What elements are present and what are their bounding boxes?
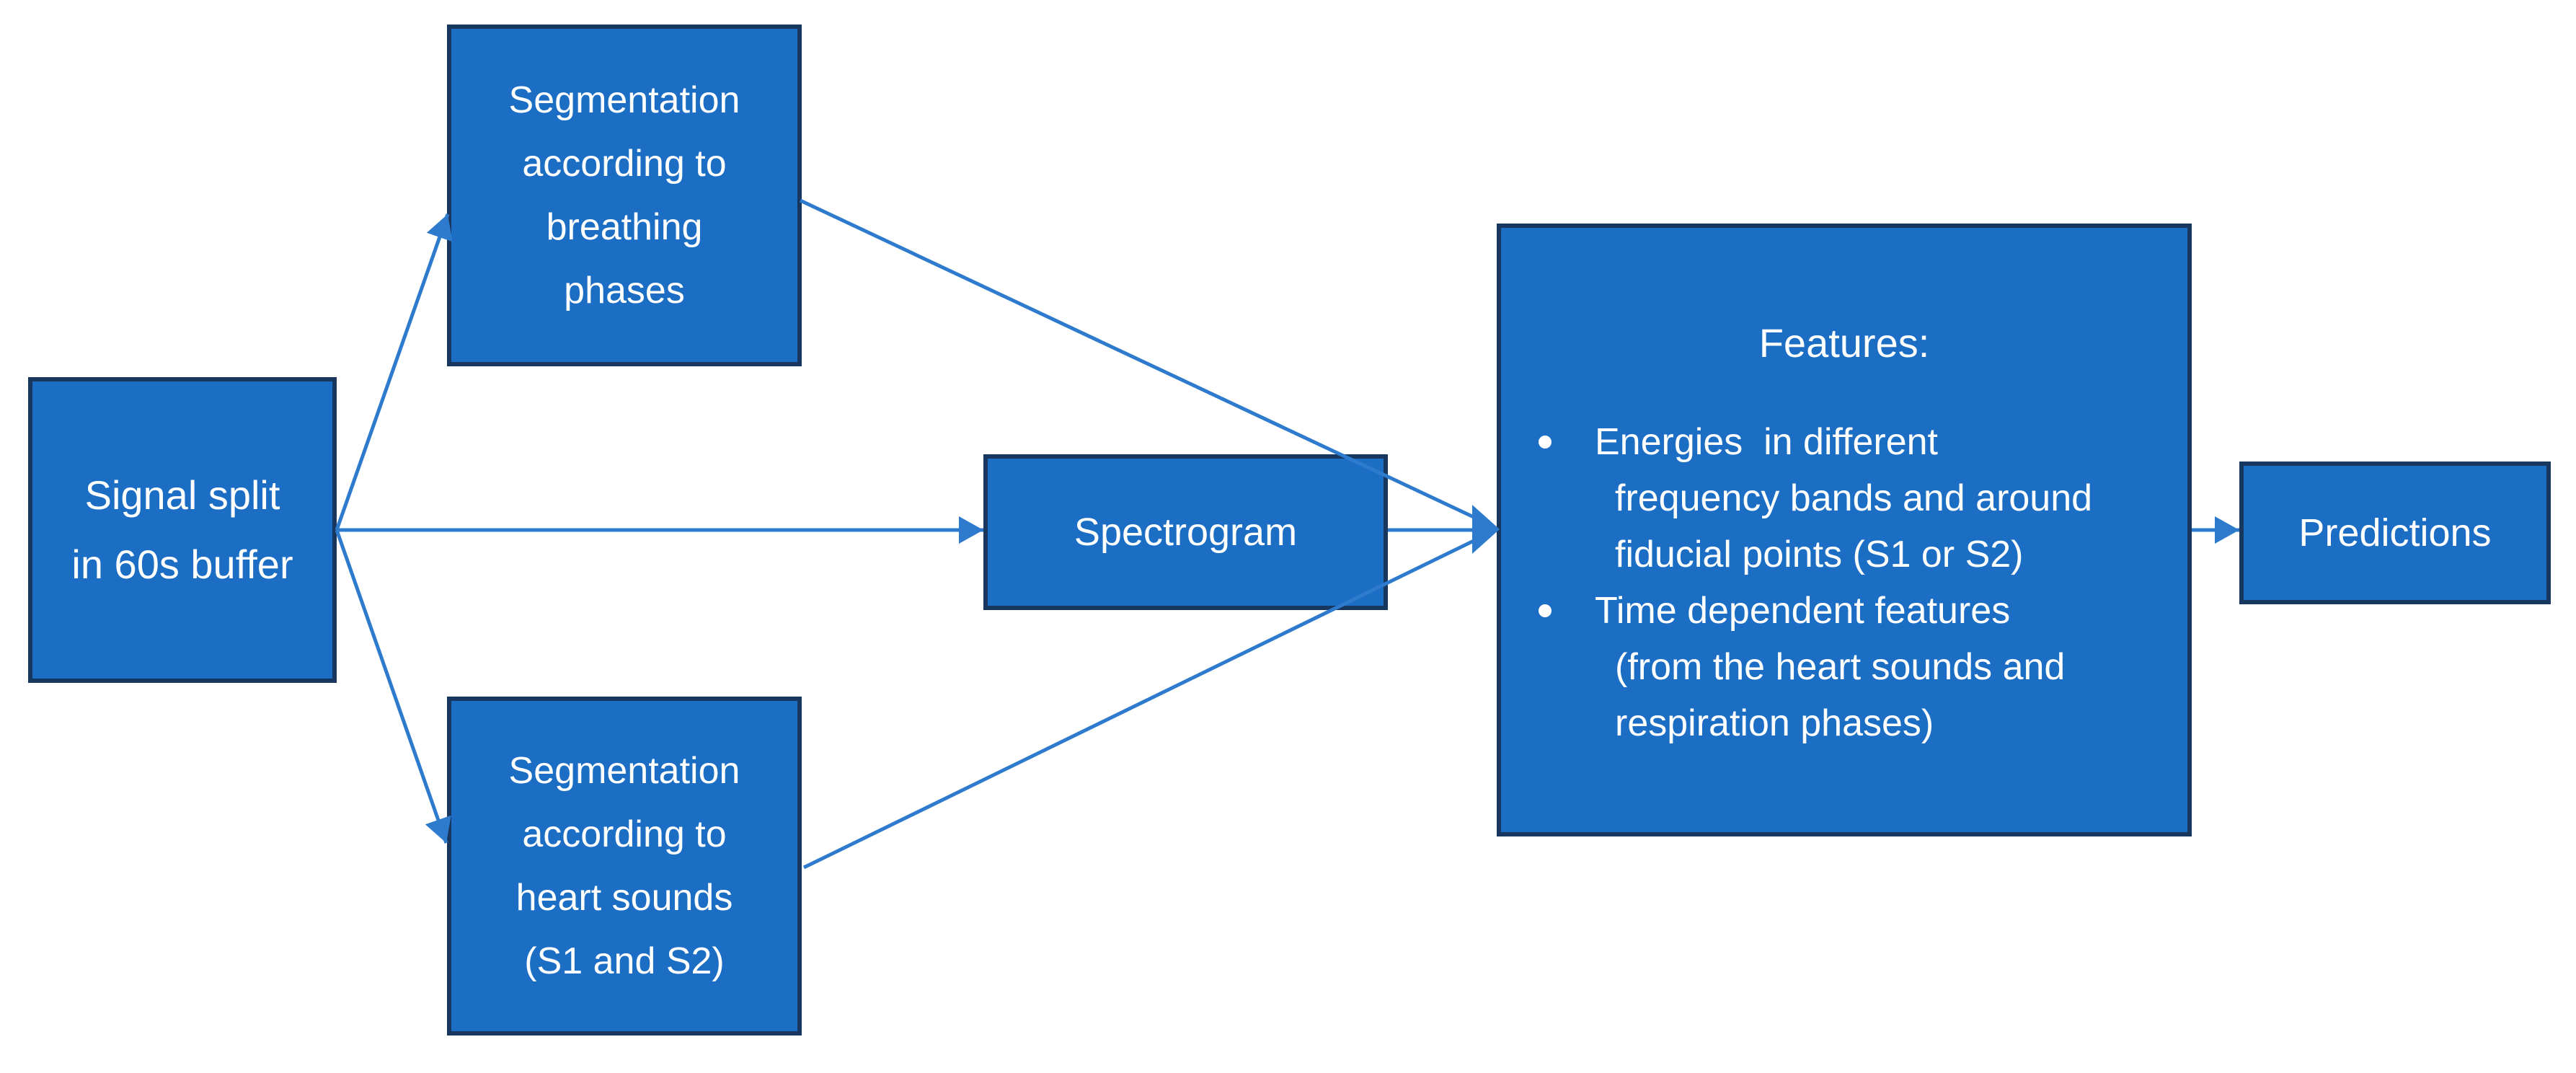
features-bullet-time-dependent: Time dependent features (from the heart … <box>1501 583 2187 751</box>
bullet-text-line: (from the heart sounds and <box>1615 646 2066 688</box>
node-label-line: Signal split <box>84 472 280 518</box>
node-label-line: in 60s buffer <box>71 542 293 587</box>
node-label-line: Predictions <box>2298 511 2492 555</box>
node-signal-split: Signal split in 60s buffer <box>28 377 337 683</box>
arrow-signal-to-heart <box>335 529 451 844</box>
arrow-signal-to-breathing <box>335 213 453 531</box>
features-title: Features: <box>1758 320 1930 366</box>
node-segmentation-breathing: Segmentation according to breathing phas… <box>447 25 802 366</box>
node-label-line: breathing <box>546 206 703 248</box>
node-spectrogram: Spectrogram <box>983 454 1388 610</box>
bullet-icon <box>1539 604 1552 617</box>
bullet-text-line: Time dependent features <box>1595 590 2011 632</box>
line-heart-to-features <box>802 539 1475 870</box>
arrowhead-into-features <box>1472 505 1500 554</box>
node-segmentation-heart-sounds: Segmentation according to heart sounds (… <box>447 697 802 1036</box>
node-predictions: Predictions <box>2239 462 2551 604</box>
bullet-icon <box>1539 436 1552 449</box>
bullet-text-line: fiducial points (S1 or S2) <box>1615 534 2024 575</box>
bullet-text-line: respiration phases) <box>1615 702 1934 744</box>
features-bullet-energies: Energies in different frequency bands an… <box>1501 414 2187 583</box>
node-label-line: Segmentation <box>508 750 740 792</box>
node-label-line: according to <box>522 813 727 855</box>
bullet-text-line: frequency bands and around <box>1615 477 2093 519</box>
node-label-line: heart sounds <box>515 877 733 919</box>
bullet-text-line: Energies in different <box>1595 421 1938 463</box>
line-breathing-to-features <box>799 198 1475 519</box>
node-label-line: according to <box>522 143 727 185</box>
node-label-line: phases <box>564 270 685 312</box>
node-features: Features: Energies in different frequenc… <box>1497 224 2192 836</box>
node-label-line: Segmentation <box>508 79 740 121</box>
node-label-line: (S1 and S2) <box>524 940 725 982</box>
node-label-line: Spectrogram <box>1074 511 1298 554</box>
